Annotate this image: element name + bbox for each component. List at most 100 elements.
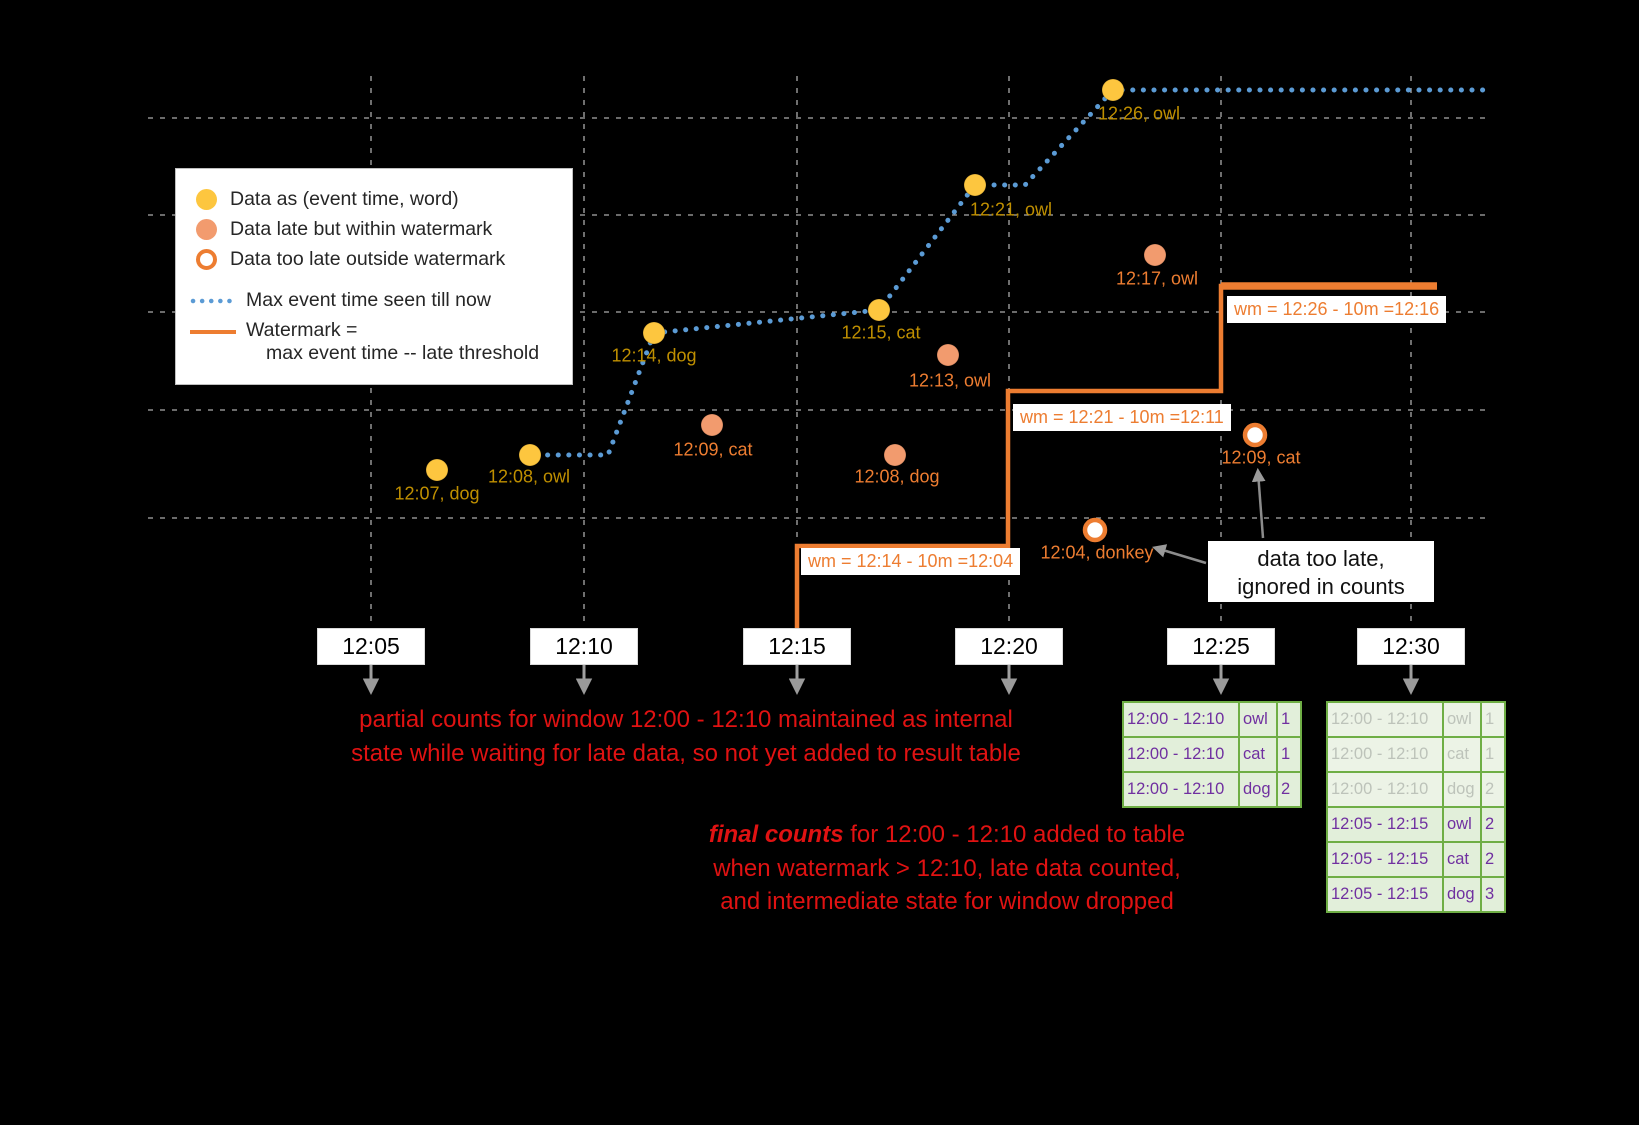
too-late-note-line1: data too late, xyxy=(1257,546,1385,571)
result-word-cell: owl xyxy=(1238,701,1278,738)
result-window-cell: 12:00 - 12:10 xyxy=(1326,771,1444,808)
legend-label: Watermark = xyxy=(246,319,358,341)
legend-item: Watermark =max event time -- late thresh… xyxy=(190,319,558,365)
data-point-label: 12:09, cat xyxy=(673,439,753,460)
legend-item: Max event time seen till now xyxy=(190,289,558,312)
result-window-cell: 12:00 - 12:10 xyxy=(1326,736,1444,773)
result-count-cell: 1 xyxy=(1480,701,1506,738)
result-count-cell: 1 xyxy=(1480,736,1506,773)
processing-time-tick: 12:20 xyxy=(955,628,1063,665)
too-late-dot-icon xyxy=(196,249,217,270)
max-event-time-line-icon xyxy=(190,289,236,312)
data-point-on-time xyxy=(867,298,891,322)
result-window-cell: 12:05 - 12:15 xyxy=(1326,806,1444,843)
data-point-late xyxy=(883,443,907,467)
result-word-cell: dog xyxy=(1238,771,1278,808)
processing-time-tick: 12:30 xyxy=(1357,628,1465,665)
partial-counts-note-line2: state while waiting for late data, so no… xyxy=(351,740,1021,767)
data-point-on-time xyxy=(963,173,987,197)
data-point-label: 12:14, dog xyxy=(611,345,697,366)
result-window-cell: 12:00 - 12:10 xyxy=(1122,771,1240,808)
data-point-label: 12:09, cat xyxy=(1221,447,1301,468)
legend-label: Data as (event time, word) xyxy=(230,188,459,210)
data-point-on-time xyxy=(425,458,449,482)
data-point-late xyxy=(1143,243,1167,267)
result-word-cell: cat xyxy=(1442,841,1482,878)
result-word-cell: dog xyxy=(1442,876,1482,913)
data-point-label: 12:21, owl xyxy=(969,199,1053,220)
result-window-cell: 12:00 - 12:10 xyxy=(1122,736,1240,773)
result-count-cell: 3 xyxy=(1480,876,1506,913)
data-point-on-time xyxy=(518,443,542,467)
legend: Data as (event time, word) Data late but … xyxy=(175,168,573,385)
final-counts-note-line3: and intermediate state for window droppe… xyxy=(720,888,1174,915)
data-point-label: 12:07, dog xyxy=(394,483,480,504)
too-late-note-box: data too late, ignored in counts xyxy=(1208,541,1434,602)
data-point-label: 12:26, owl xyxy=(1097,103,1181,124)
final-counts-rest: for 12:00 - 12:10 added to table xyxy=(843,821,1186,848)
legend-label: Max event time seen till now xyxy=(246,289,491,311)
late-dot-icon xyxy=(196,219,217,240)
legend-label-line2: max event time -- late threshold xyxy=(266,342,540,364)
final-counts-note-line2: when watermark > 12:10, late data counte… xyxy=(713,855,1181,882)
result-word-cell: dog xyxy=(1442,771,1482,808)
result-count-cell: 2 xyxy=(1480,806,1506,843)
legend-label-group: Watermark =max event time -- late thresh… xyxy=(246,319,539,365)
legend-item: Data as (event time, word) xyxy=(190,188,558,211)
legend-label: Data late but within watermark xyxy=(230,218,493,240)
legend-label: Data too late outside watermark xyxy=(230,248,506,270)
data-point-on-time xyxy=(642,321,666,345)
final-counts-emphasis: final counts xyxy=(708,821,844,848)
result-window-cell: 12:00 - 12:10 xyxy=(1326,701,1444,738)
data-point-label: 12:08, dog xyxy=(854,466,940,487)
result-word-cell: owl xyxy=(1442,806,1482,843)
legend-item: Data late but within watermark xyxy=(190,218,558,241)
result-word-cell: cat xyxy=(1442,736,1482,773)
result-window-cell: 12:00 - 12:10 xyxy=(1122,701,1240,738)
result-count-cell: 1 xyxy=(1276,701,1302,738)
watermark-value-label: wm = 12:26 - 10m =12:16 xyxy=(1227,296,1447,323)
data-point-label: 12:13, owl xyxy=(908,370,992,391)
processing-time-tick: 12:05 xyxy=(317,628,425,665)
data-point-late xyxy=(700,413,724,437)
result-count-cell: 2 xyxy=(1480,771,1506,808)
result-count-cell: 2 xyxy=(1480,841,1506,878)
watermark-value-label: wm = 12:14 - 10m =12:04 xyxy=(801,548,1021,575)
processing-time-tick: 12:25 xyxy=(1167,628,1275,665)
data-point-too-late xyxy=(1082,517,1108,543)
data-point-label: 12:15, cat xyxy=(841,322,921,343)
data-point-too-late xyxy=(1242,422,1268,448)
data-point-label: 12:17, owl xyxy=(1115,268,1199,289)
watermark-value-label: wm = 12:21 - 10m =12:11 xyxy=(1013,404,1231,431)
data-point-late xyxy=(936,343,960,367)
processing-time-tick: 12:15 xyxy=(743,628,851,665)
result-count-cell: 1 xyxy=(1276,736,1302,773)
partial-counts-note-line1: partial counts for window 12:00 - 12:10 … xyxy=(359,706,1013,733)
result-word-cell: owl xyxy=(1442,701,1482,738)
too-late-pointer-arrow xyxy=(1152,544,1207,565)
result-count-cell: 2 xyxy=(1276,771,1302,808)
data-point-on-time xyxy=(1101,78,1125,102)
watermark-line-icon xyxy=(190,330,236,334)
data-point-label: 12:08, owl xyxy=(487,466,571,487)
max-event-time-line xyxy=(534,87,1493,458)
data-point-label: 12:04, donkey xyxy=(1040,542,1154,563)
result-window-cell: 12:05 - 12:15 xyxy=(1326,841,1444,878)
too-late-note-line2: ignored in counts xyxy=(1237,574,1405,599)
final-counts-note-line1: final counts for 12:00 - 12:10 added to … xyxy=(709,821,1185,849)
legend-item: Data too late outside watermark xyxy=(190,248,558,271)
too-late-pointer-arrow xyxy=(1251,467,1266,539)
